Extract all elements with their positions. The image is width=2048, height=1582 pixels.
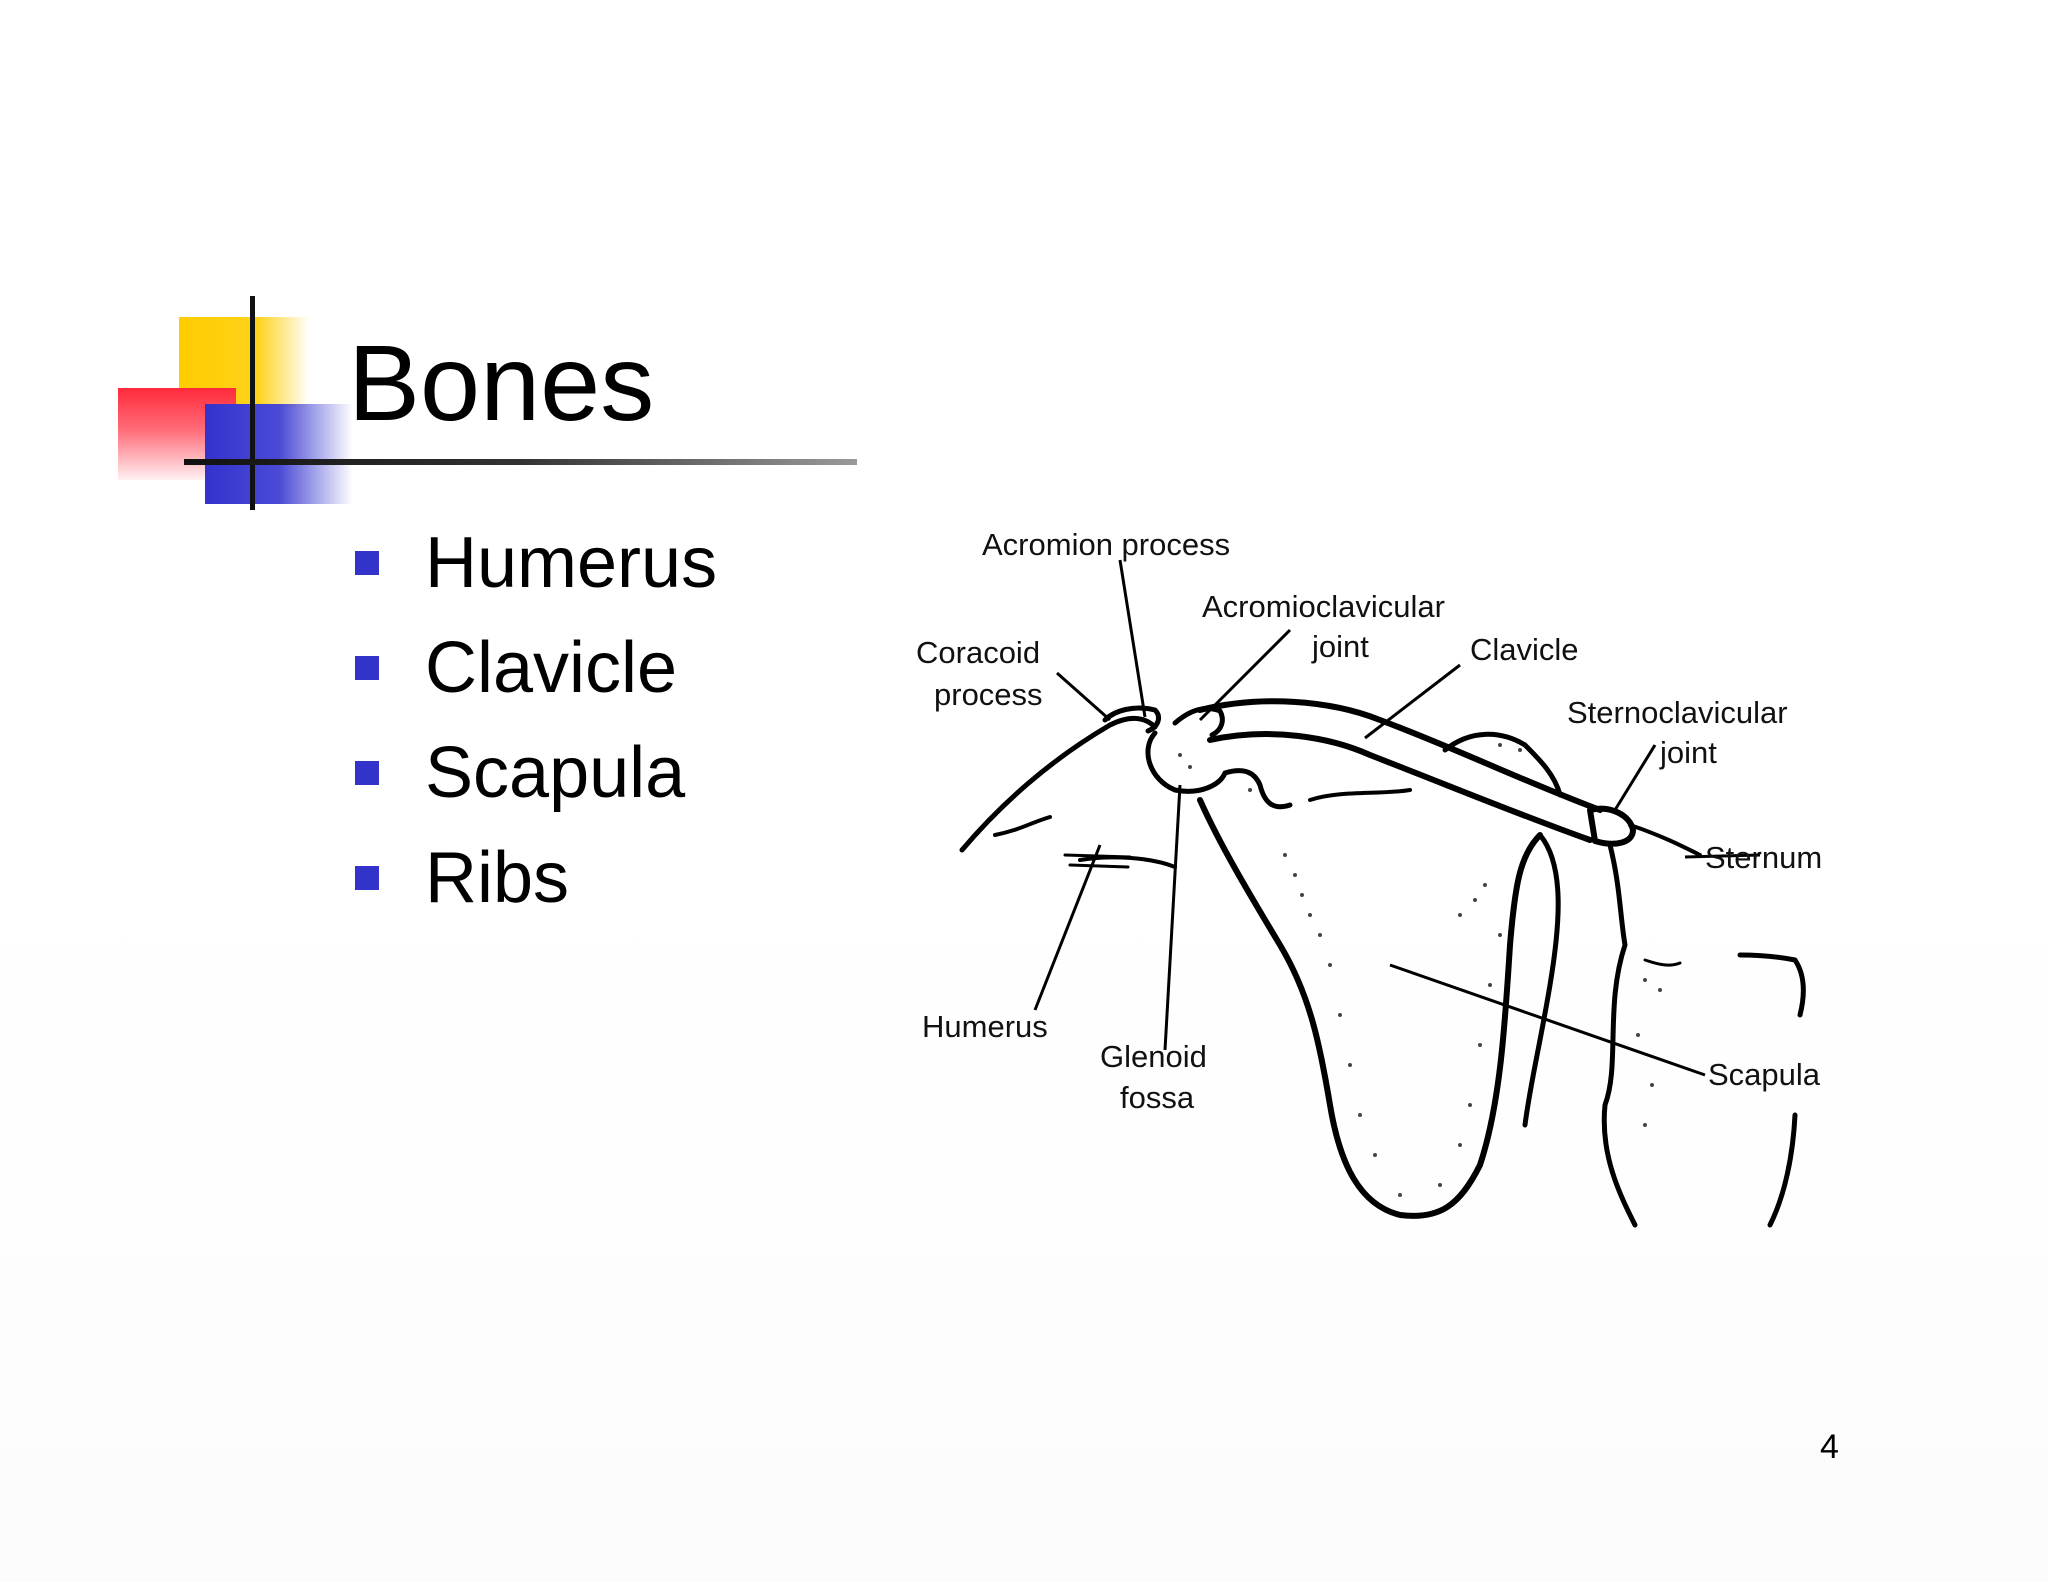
bullet-text: Clavicle [425,627,678,708]
label-sternoclavicular: Sternoclavicular [1567,695,1788,730]
label-glenoid-fossa: fossa [1120,1080,1195,1115]
title-underline [184,459,857,465]
list-item: Humerus [355,510,717,615]
label-coracoid-process: process [934,677,1043,712]
bullet-text: Scapula [425,732,686,813]
list-item: Clavicle [355,615,717,720]
label-scapula: Scapula [1708,1057,1821,1092]
rib-outline [1601,842,1638,1228]
square-bullet-icon [355,550,379,575]
ornament-vertical-line [250,296,255,510]
ornament-red-square [118,388,236,480]
square-bullet-icon [355,760,379,785]
list-item: Scapula [355,720,717,825]
sternoclavicular-joint-outline [1587,805,1636,847]
humerus-lower-outline [993,815,1177,869]
ornament-yellow-square [179,317,309,407]
bullet-text: Ribs [425,837,570,918]
acromion-outline [1172,706,1225,738]
label-clavicle: Clavicle [1470,632,1579,667]
clavicle-outline [1197,698,1603,813]
square-bullet-icon [355,655,379,680]
page-number: 4 [1820,1428,1839,1466]
humerus-outline [959,716,1158,853]
label-coracoid: Coracoid [916,635,1040,670]
label-acromioclavicular-joint: joint [1311,629,1369,664]
leader-lines [1033,559,1761,1077]
label-acromioclavicular: Acromioclavicular [1202,589,1445,624]
label-humerus: Humerus [922,1009,1048,1044]
list-item: Ribs [355,825,717,930]
ornament-blue-square [205,404,353,504]
label-acromion-process: Acromion process [982,527,1230,562]
bullet-text: Humerus [425,522,718,603]
bullet-list: Humerus Clavicle Scapula Ribs [355,510,717,930]
shoulder-anatomy-diagram: Acromion process Acromioclavicular joint… [916,527,1822,1228]
stippling [1178,743,1662,1197]
scapula-outline [1197,797,1543,1219]
label-sternoclavicular-joint: joint [1659,735,1717,770]
square-bullet-icon [355,865,379,890]
coracoid-outline [1102,705,1161,734]
slide-title: Bones [348,322,655,443]
label-glenoid: Glenoid [1100,1039,1207,1074]
label-sternum: Sternum [1705,840,1822,875]
glenoid-fossa-outline [1145,730,1228,794]
